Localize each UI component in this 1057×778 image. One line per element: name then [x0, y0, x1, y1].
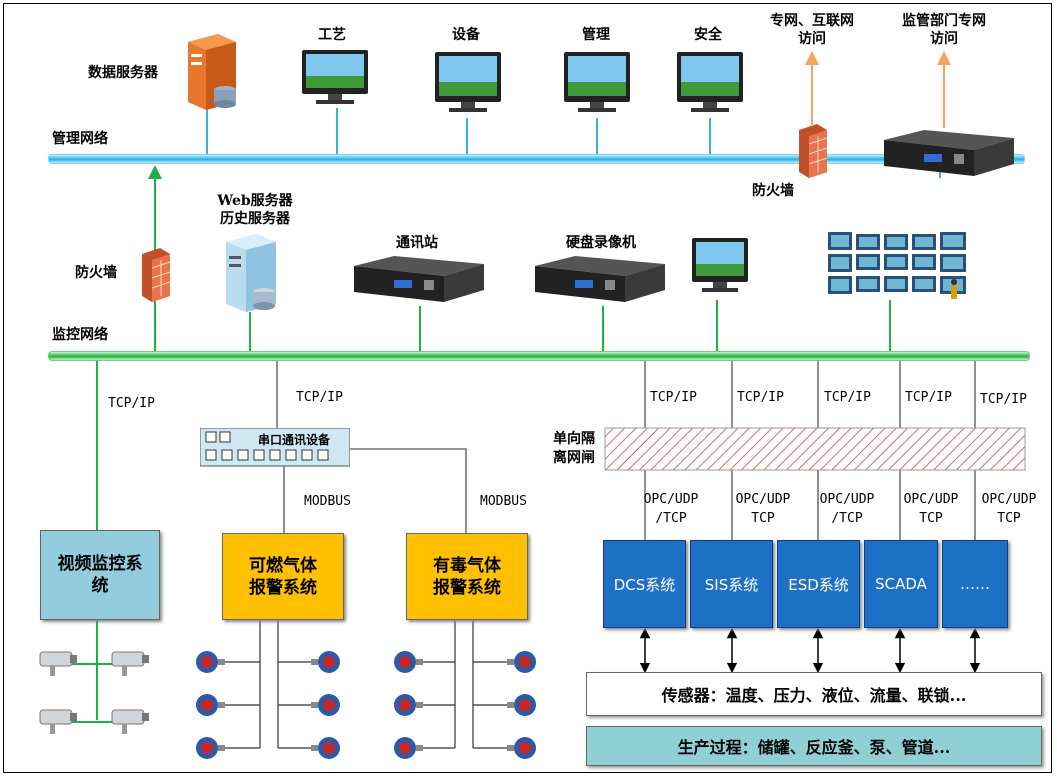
toxic-line1: 有毒气体 — [433, 555, 501, 576]
scada-system-box: SCADA — [864, 540, 938, 628]
gas-detector-icon — [394, 737, 423, 759]
dvr-label: 硬盘录像机 — [566, 235, 636, 251]
comm-station-label: 通讯站 — [396, 235, 438, 251]
toxic-gas-system-box: 有毒气体 报警系统 — [406, 533, 528, 620]
tcpip-label-sis: TCP/IP — [737, 390, 784, 405]
toxic-line2: 报警系统 — [433, 577, 501, 598]
management-network-bus — [48, 154, 1025, 164]
private-internet-line2: 访问 — [798, 31, 826, 47]
opc-line1: OPC/UDP — [735, 492, 791, 507]
gas-detector-icon — [311, 737, 340, 759]
monitor-icon — [692, 238, 748, 292]
opc-line2: /TCP — [655, 511, 687, 526]
combustible-gas-system-box: 可燃气体 报警系统 — [222, 533, 344, 620]
gas-detector-icon — [311, 651, 340, 673]
gas-detector-icon — [507, 651, 536, 673]
tcpip-label-dcs: TCP/IP — [650, 390, 697, 405]
opc-line1: OPC/UDP — [981, 492, 1037, 507]
modbus-label-combustible: MODBUS — [304, 494, 351, 509]
isolation-gate-label: 单向隔 离网闸 — [544, 430, 604, 468]
monitor-icon — [302, 50, 368, 104]
data-server-label: 数据服务器 — [88, 65, 158, 81]
monitor-network-bus — [48, 351, 1030, 361]
opc-label-scada: OPC/UDP TCP — [896, 490, 966, 528]
opc-line2: /TCP — [831, 511, 863, 526]
tcpip-label-more: TCP/IP — [980, 392, 1027, 407]
regulator-line2: 访问 — [930, 31, 958, 47]
firewall-top-label: 防火墙 — [752, 183, 794, 199]
diagram-frame — [3, 3, 1052, 773]
sensors-box: 传感器：温度、压力、液位、流量、联锁... — [586, 672, 1042, 716]
esd-system-box: ESD系统 — [777, 540, 860, 628]
opc-label-dcs: OPC/UDP /TCP — [636, 490, 706, 528]
opc-line2: TCP — [919, 511, 943, 526]
gas-detector-icon — [507, 694, 536, 716]
video-wall-icon — [828, 232, 966, 299]
server-icon — [226, 234, 276, 312]
regulator-label: 监管部门专网 访问 — [892, 12, 996, 48]
opc-label-more: OPC/UDP TCP — [974, 490, 1044, 528]
monitor-network-label: 监控网络 — [52, 327, 108, 343]
video-system-line1: 视频监控系 — [57, 554, 143, 574]
sis-system-box: SIS系统 — [690, 540, 773, 628]
opc-line2: TCP — [997, 511, 1021, 526]
gas-detector-icon — [507, 737, 536, 759]
opc-line1: OPC/UDP — [903, 492, 959, 507]
firewall-icon — [799, 124, 828, 178]
isolation-line2: 离网闸 — [553, 450, 595, 466]
tcpip-label-scada: TCP/IP — [905, 390, 952, 405]
equipment-label: 设备 — [452, 27, 480, 43]
combustible-line1: 可燃气体 — [249, 555, 317, 576]
dcs-system-box: DCS系统 — [603, 540, 686, 628]
opc-line1: OPC/UDP — [819, 492, 875, 507]
video-system-box: 视频监控系 统 — [40, 530, 160, 620]
modbus-label-toxic: MODBUS — [480, 494, 527, 509]
serial-device-icon — [200, 428, 350, 467]
opc-line1: OPC/UDP — [643, 492, 699, 507]
video-system-line2: 统 — [91, 576, 109, 596]
regulator-line1: 监管部门专网 — [902, 13, 986, 29]
rack-server-icon — [354, 256, 484, 302]
process-box: 生产过程：储罐、反应釜、泵、管道... — [586, 726, 1042, 766]
combustible-line2: 报警系统 — [249, 577, 317, 598]
monitor-icon — [435, 52, 501, 112]
rack-server-icon — [884, 130, 1014, 176]
camera-icon — [111, 709, 149, 734]
firewall-icon — [142, 248, 171, 302]
isolation-line1: 单向隔 — [553, 431, 595, 447]
opc-label-esd: OPC/UDP /TCP — [812, 490, 882, 528]
serial-device-label: 串口通讯设备 — [258, 433, 331, 447]
more-system-box: …… — [942, 540, 1008, 628]
management-network-label: 管理网络 — [52, 131, 108, 147]
management-label: 管理 — [582, 27, 610, 43]
isolation-gate-bar — [604, 427, 1026, 471]
firewall-left-label: 防火墙 — [75, 265, 117, 281]
tcpip-label-serial: TCP/IP — [296, 390, 343, 405]
tcpip-label-esd: TCP/IP — [824, 390, 871, 405]
safety-label: 安全 — [694, 27, 722, 43]
tcpip-label-video: TCP/IP — [108, 396, 155, 411]
private-internet-line1: 专网、互联网 — [770, 13, 854, 29]
camera-icon — [39, 651, 77, 676]
rack-server-icon — [535, 256, 665, 302]
monitor-icon — [677, 52, 743, 112]
web-server-line1: Web服务器 — [217, 193, 293, 209]
gas-detector-icon — [311, 694, 340, 716]
camera-icon — [39, 709, 77, 734]
monitor-icon — [564, 52, 630, 112]
opc-line2: TCP — [751, 511, 775, 526]
web-server-label: Web服务器 历史服务器 — [205, 192, 305, 228]
gas-detector-icon — [394, 651, 423, 673]
gas-detector-icon — [196, 694, 225, 716]
craft-label: 工艺 — [318, 27, 346, 43]
camera-icon — [111, 651, 149, 676]
opc-label-sis: OPC/UDP TCP — [728, 490, 798, 528]
gas-detector-icon — [196, 737, 225, 759]
web-server-line2: 历史服务器 — [220, 211, 290, 227]
private-internet-label: 专网、互联网 访问 — [760, 12, 864, 48]
gas-detector-icon — [196, 651, 225, 673]
gas-detector-icon — [394, 694, 423, 716]
server-icon — [188, 34, 236, 110]
